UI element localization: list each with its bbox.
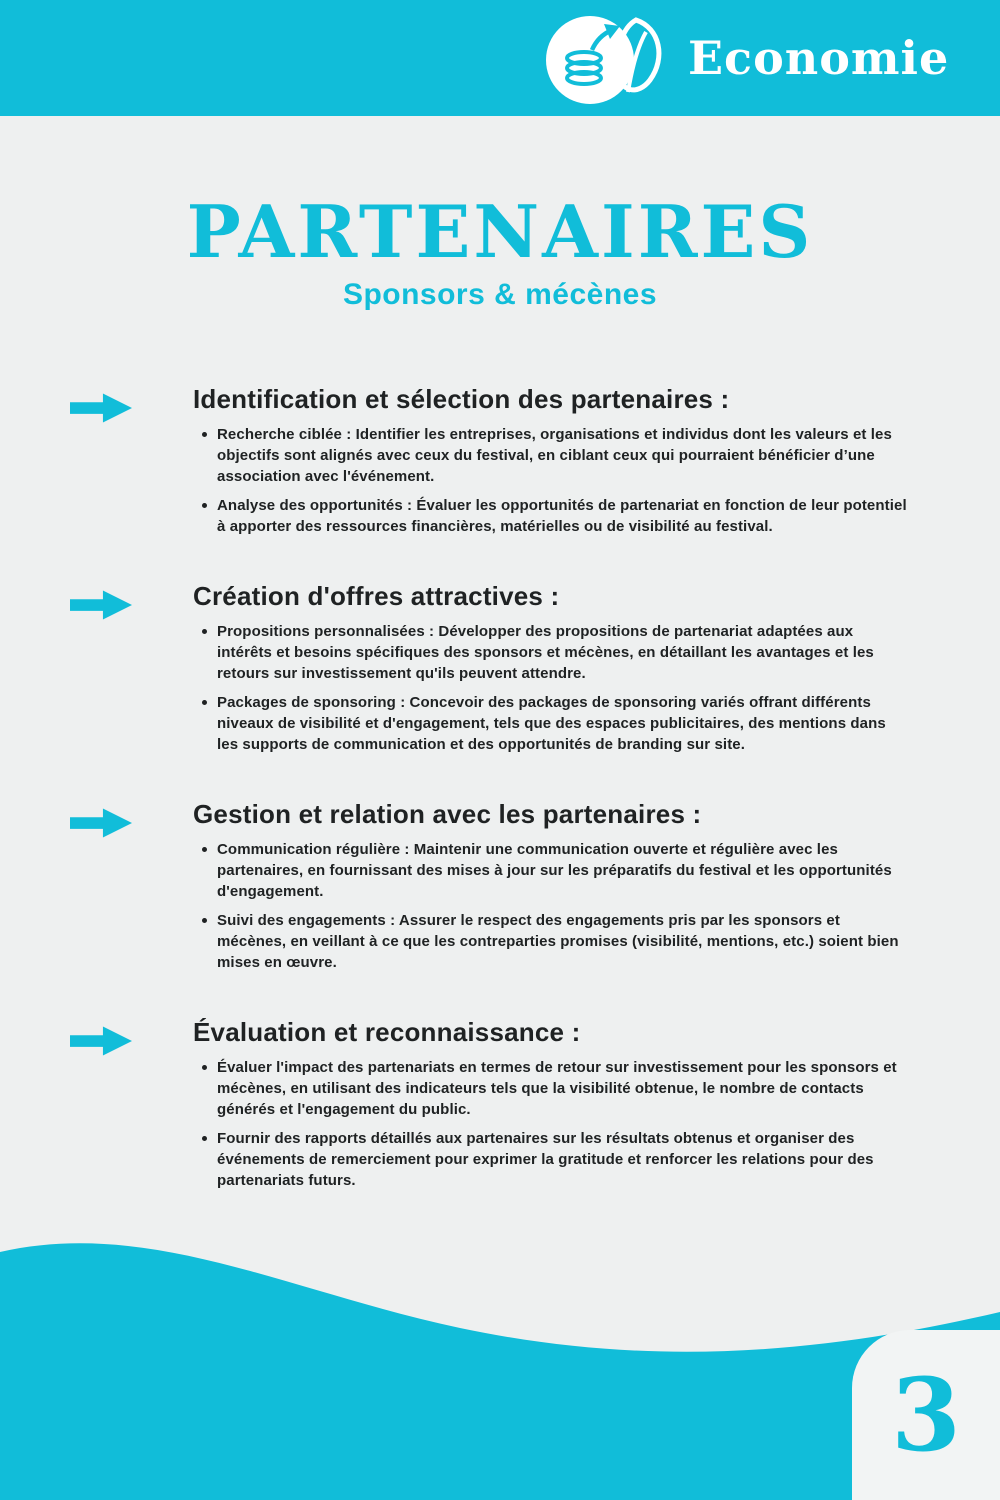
sections: Identification et sélection des partenai… [0, 384, 1000, 1199]
bullet-item: Évaluer l'impact des partenariats en ter… [202, 1057, 908, 1120]
bullet-item: Recherche ciblée : Identifier les entrep… [202, 424, 908, 487]
bullet-item: Propositions personnalisées : Développer… [202, 621, 908, 684]
section-evaluation-reconnaissance: Évaluation et reconnaissance : Évaluer l… [0, 1017, 1000, 1199]
section-title: Gestion et relation avec les partenaires… [193, 798, 702, 829]
section-content: Identification et sélection des partenai… [193, 384, 908, 545]
bullet-list: Évaluer l'impact des partenariats en ter… [193, 1057, 908, 1191]
footer-wave [0, 1243, 1000, 1500]
section-content: Création d'offres attractives : Proposit… [193, 581, 908, 763]
brand: Economie [540, 6, 949, 110]
section-creation-offres: Création d'offres attractives : Proposit… [0, 581, 1000, 763]
right-arrow-icon [70, 393, 132, 423]
bullet-item: Analyse des opportunités : Évaluer les o… [202, 496, 907, 535]
section-title: Évaluation et reconnaissance : [193, 1016, 581, 1047]
right-arrow-icon [70, 590, 132, 620]
section-title: Création d'offres attractives : [193, 580, 560, 611]
arrow-column [70, 384, 193, 545]
page-number: 3 [891, 1356, 961, 1474]
coin-stack-icon [565, 50, 603, 86]
section-title: Identification et sélection des partenai… [193, 383, 730, 414]
right-arrow-icon [70, 808, 132, 838]
arrow-column [70, 581, 193, 763]
bullet-list: Recherche ciblée : Identifier les entrep… [193, 424, 908, 537]
coins-and-leaf-icon [546, 16, 662, 104]
bullet-item: Packages de sponsoring : Concevoir des p… [202, 692, 908, 755]
header-bar: Economie [0, 0, 1000, 116]
title-block: PARTENAIRES Sponsors & mécènes [0, 194, 1000, 312]
icon-disc [546, 16, 634, 104]
arrow-column [70, 1017, 193, 1199]
arrow-column [70, 799, 193, 981]
section-content: Évaluation et reconnaissance : Évaluer l… [193, 1017, 908, 1199]
bullet-list: Propositions personnalisées : Développer… [193, 621, 908, 755]
bullet-list: Communication régulière : Maintenir une … [193, 839, 908, 973]
section-content: Gestion et relation avec les partenaires… [193, 799, 908, 981]
bullet-item: Suivi des engagements : Assurer le respe… [202, 910, 908, 973]
page-number-badge: 3 [852, 1330, 1000, 1500]
bullet-item: Fournir des rapports détaillés aux parte… [202, 1128, 908, 1191]
leaf-icon [615, 17, 662, 93]
growth-arrow-icon [589, 24, 620, 51]
section-identification: Identification et sélection des partenai… [0, 384, 1000, 545]
right-arrow-icon [70, 1026, 132, 1056]
page-subtitle: Sponsors & mécènes [342, 277, 658, 311]
section-gestion-relation: Gestion et relation avec les partenaires… [0, 799, 1000, 981]
brand-title: Economie [688, 31, 950, 85]
page-title: PARTENAIRES [186, 189, 814, 274]
bullet-item: Communication régulière : Maintenir une … [202, 839, 908, 902]
